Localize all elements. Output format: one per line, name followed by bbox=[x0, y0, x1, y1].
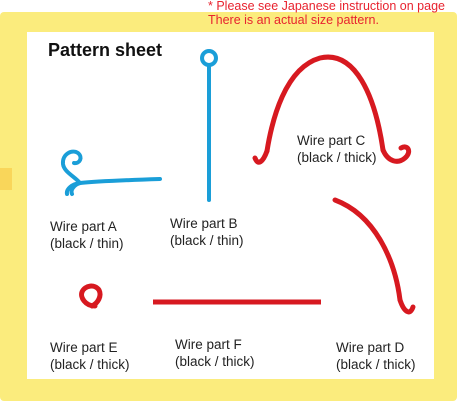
part-f-label: Wire part F (black / thick) bbox=[175, 336, 255, 370]
part-d-spec: (black / thick) bbox=[336, 357, 416, 372]
part-a-name: Wire part A bbox=[50, 219, 117, 234]
part-e-label: Wire part E (black / thick) bbox=[50, 339, 130, 373]
part-b-label: Wire part B (black / thin) bbox=[170, 215, 244, 249]
part-a-label: Wire part A (black / thin) bbox=[50, 218, 124, 252]
note-line-2: There is an actual size pattern. bbox=[208, 13, 379, 27]
part-c-name: Wire part C bbox=[297, 133, 366, 148]
part-f-name: Wire part F bbox=[175, 337, 242, 352]
page-title: Pattern sheet bbox=[48, 40, 163, 60]
part-b-spec: (black / thin) bbox=[170, 233, 244, 248]
wire-part-a-shape bbox=[60, 149, 162, 196]
wire-part-d-shape bbox=[332, 197, 416, 315]
part-e-name: Wire part E bbox=[50, 340, 118, 355]
part-c-label: Wire part C (black / thick) bbox=[297, 132, 377, 166]
wire-part-e-shape bbox=[79, 283, 103, 309]
part-d-name: Wire part D bbox=[336, 340, 405, 355]
part-b-name: Wire part B bbox=[170, 216, 238, 231]
part-e-spec: (black / thick) bbox=[50, 357, 130, 372]
part-f-spec: (black / thick) bbox=[175, 354, 255, 369]
wire-part-b-shape bbox=[200, 49, 218, 202]
part-d-label: Wire part D (black / thick) bbox=[336, 339, 416, 373]
part-a-spec: (black / thin) bbox=[50, 236, 124, 251]
instruction-note: * Please see Japanese instruction on pag… bbox=[208, 0, 457, 28]
wire-part-c-shape bbox=[252, 54, 412, 165]
frame-tab bbox=[0, 168, 12, 190]
part-c-spec: (black / thick) bbox=[297, 150, 377, 165]
note-line-1: * Please see Japanese instruction on pag… bbox=[208, 0, 445, 13]
